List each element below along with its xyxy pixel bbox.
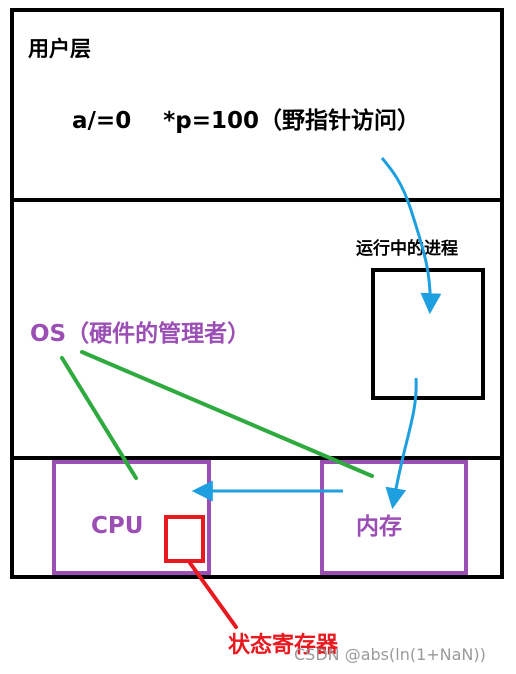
process-to-memory-arrow [385, 377, 418, 510]
os-label: OS（硬件的管理者） [30, 320, 250, 347]
outer-frame [10, 8, 504, 579]
process-label: 运行中的进程 [356, 238, 458, 259]
user-layer-title: 用户层 [28, 37, 91, 61]
status-register-box [164, 515, 205, 563]
os-to-memory-line [80, 350, 374, 478]
user-statement: a/=0 *p=100（野指针访问） [72, 107, 420, 134]
running-process-box [371, 268, 485, 400]
cpu-label: CPU [91, 513, 143, 539]
watermark: CSDN @abs(ln(1+NaN)) [294, 645, 486, 664]
os-to-cpu-line [60, 356, 138, 480]
user-to-process-arrow [380, 157, 442, 315]
status-register-pointer [188, 561, 238, 629]
status-register-label: 状态寄存器 [228, 632, 339, 658]
memory-label: 内存 [356, 513, 402, 540]
cpu-box [52, 460, 211, 575]
memory-box [320, 460, 468, 575]
